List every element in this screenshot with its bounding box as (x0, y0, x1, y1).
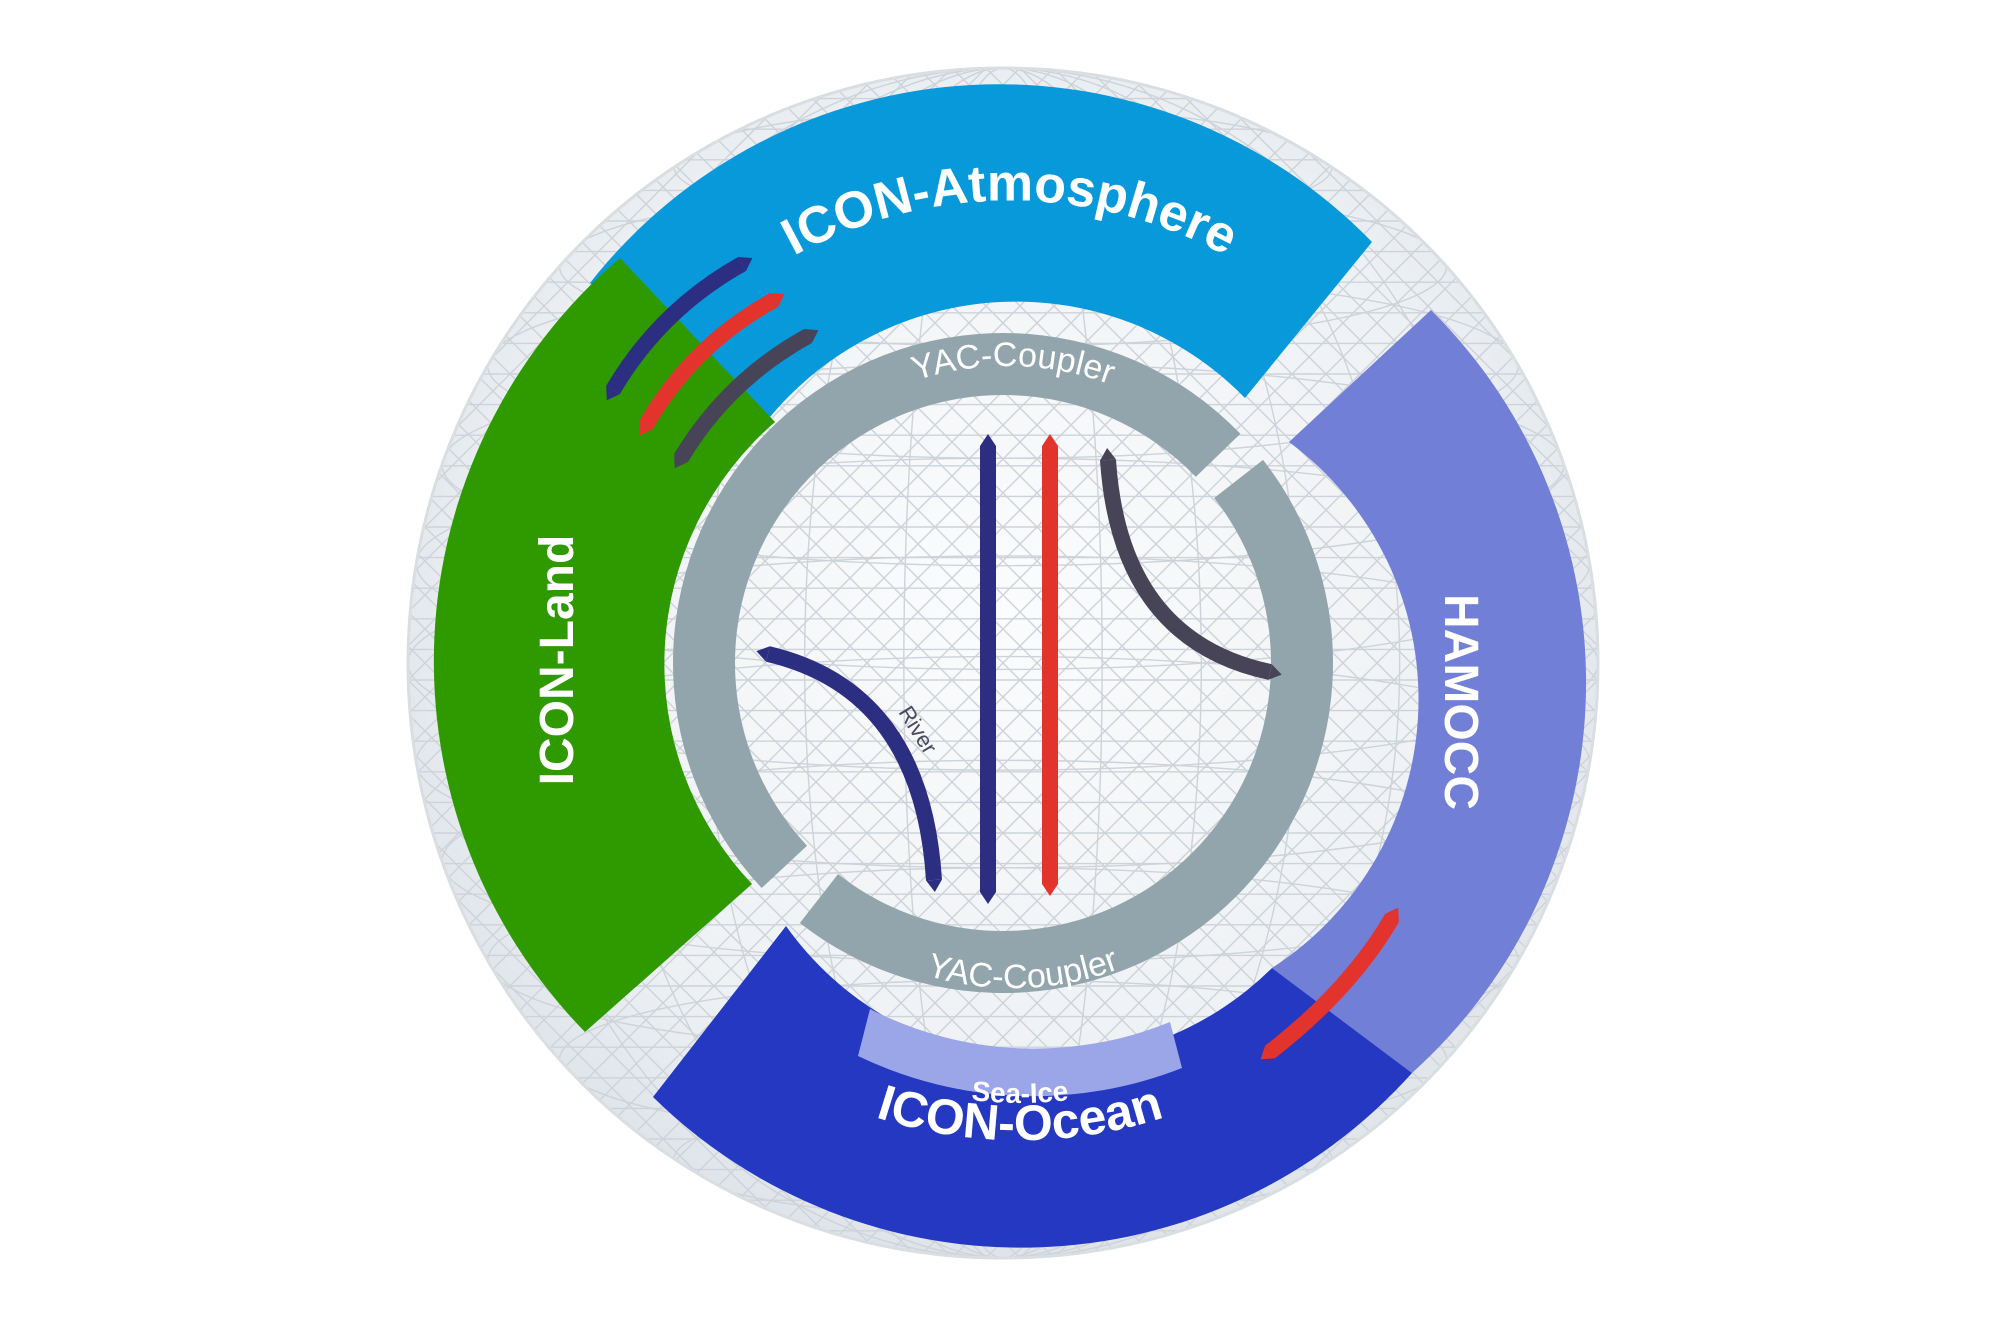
atmo-land-flux-navy (606, 257, 746, 395)
flux-tip (639, 420, 653, 436)
flux-tip (1042, 884, 1058, 896)
flux-tip (1268, 664, 1282, 680)
land-label: ICON-Land (531, 535, 584, 786)
hamocc-segment (1272, 310, 1587, 1073)
globe-outline (406, 66, 1600, 1260)
sea-ice-band (858, 1009, 1182, 1097)
river-flux-navy (766, 646, 942, 881)
atmosphere-segment (590, 84, 1372, 422)
atmo-hamocc-flux-slate (1100, 459, 1272, 680)
flux-tip (738, 257, 753, 271)
atmo-land-flux-slate (674, 328, 812, 463)
yac-coupler-ring-bottom (799, 459, 1334, 994)
yac-coupler-ring-top (673, 333, 1241, 889)
flux-tip (1100, 448, 1116, 461)
ocean-hamocc-flux-red (1265, 913, 1399, 1059)
flux-arrows (606, 257, 1399, 1059)
flux-tip (756, 646, 770, 662)
flux-tip (606, 385, 620, 401)
flux-tip (804, 329, 819, 343)
flux-tip (980, 892, 996, 904)
flux-tip (1385, 907, 1399, 923)
flux-tip (1260, 1045, 1275, 1060)
flux-tip (770, 293, 785, 307)
flux-tip (980, 434, 996, 446)
atmo-land-flux-red (639, 292, 778, 429)
flux-arrow-tips (606, 257, 1399, 1060)
flux-tip (926, 879, 942, 892)
hamocc-label: HAMOCC (1434, 594, 1487, 810)
flux-tip (1042, 434, 1058, 446)
sea-ice-label: Sea-Ice (970, 1075, 1069, 1109)
flux-tip (674, 453, 688, 469)
